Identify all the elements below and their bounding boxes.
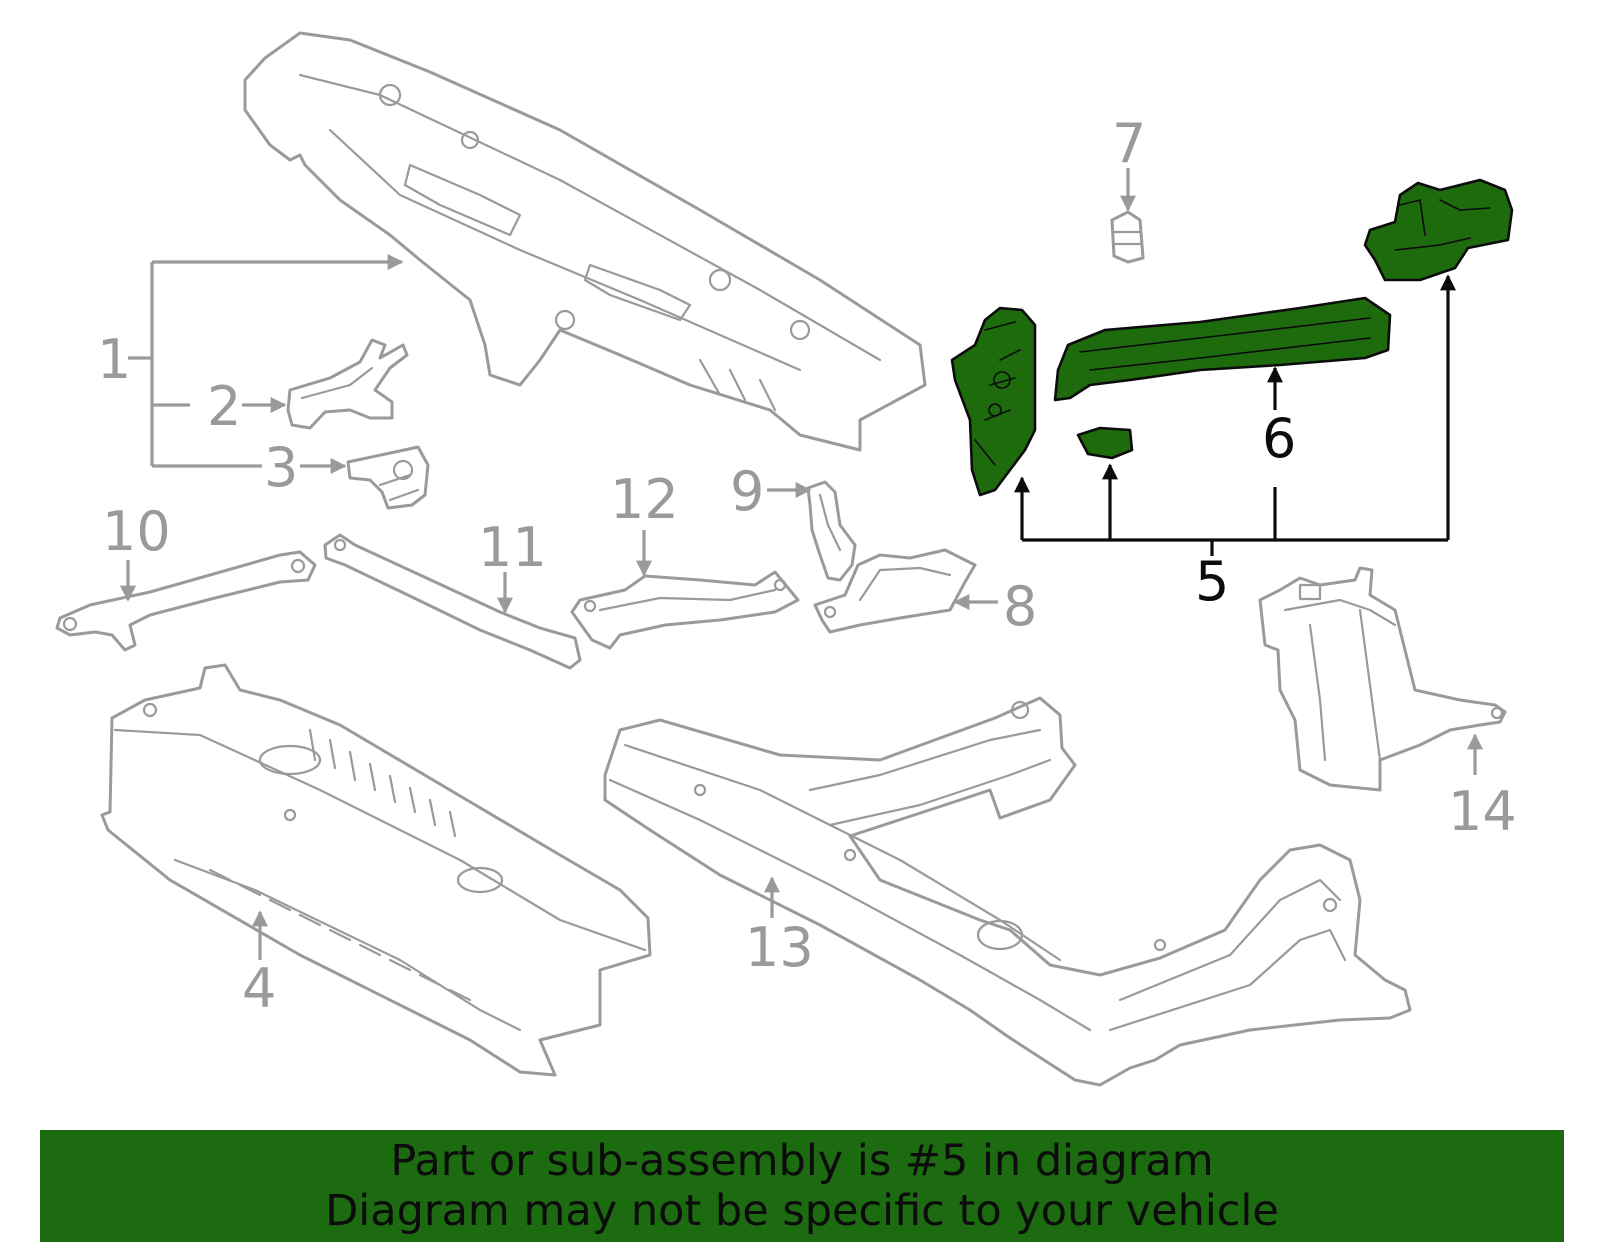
leader-lines bbox=[120, 168, 1483, 960]
part-2-bracket[interactable] bbox=[286, 338, 409, 430]
part-9-bracket[interactable] bbox=[806, 480, 857, 582]
part-11-rod[interactable] bbox=[323, 533, 582, 670]
part-4-lower-support[interactable] bbox=[100, 663, 652, 1077]
parts-diagram: 1 2 3 10 11 12 9 8 7 6 5 4 13 14 bbox=[55, 31, 1517, 1087]
part-14-bracket[interactable] bbox=[1258, 566, 1507, 792]
part-5-assembly-highlighted[interactable] bbox=[950, 178, 1514, 497]
callout-14[interactable]: 14 bbox=[1448, 780, 1517, 843]
callout-9[interactable]: 9 bbox=[730, 460, 764, 523]
part-12-bracket[interactable] bbox=[570, 570, 800, 650]
callout-8[interactable]: 8 bbox=[1003, 575, 1037, 638]
banner-line-1: Part or sub-assembly is #5 in diagram bbox=[390, 1136, 1214, 1186]
callout-4[interactable]: 4 bbox=[242, 957, 276, 1020]
callout-12[interactable]: 12 bbox=[610, 468, 679, 531]
callout-13[interactable]: 13 bbox=[745, 916, 814, 979]
callout-3[interactable]: 3 bbox=[264, 436, 298, 499]
part-8-bracket[interactable] bbox=[813, 548, 977, 634]
banner-line-2: Diagram may not be specific to your vehi… bbox=[325, 1186, 1279, 1236]
callout-labels: 1 2 3 10 11 12 9 8 7 6 5 4 13 14 bbox=[97, 112, 1517, 1020]
callout-5[interactable]: 5 bbox=[1195, 550, 1229, 613]
part-13-subframe[interactable] bbox=[603, 696, 1412, 1087]
part-1-upper-support[interactable] bbox=[243, 31, 927, 452]
callout-10[interactable]: 10 bbox=[102, 500, 171, 563]
disclaimer-banner: Part or sub-assembly is #5 in diagram Di… bbox=[40, 1130, 1564, 1242]
callout-6[interactable]: 6 bbox=[1262, 407, 1296, 470]
callout-2[interactable]: 2 bbox=[207, 375, 241, 438]
callout-1[interactable]: 1 bbox=[97, 328, 131, 391]
part-3-bracket[interactable] bbox=[346, 445, 430, 510]
callout-7[interactable]: 7 bbox=[1112, 112, 1146, 175]
part-10-brace[interactable] bbox=[55, 550, 317, 652]
part-7-bumper[interactable] bbox=[1110, 210, 1145, 264]
callout-11[interactable]: 11 bbox=[478, 516, 547, 579]
